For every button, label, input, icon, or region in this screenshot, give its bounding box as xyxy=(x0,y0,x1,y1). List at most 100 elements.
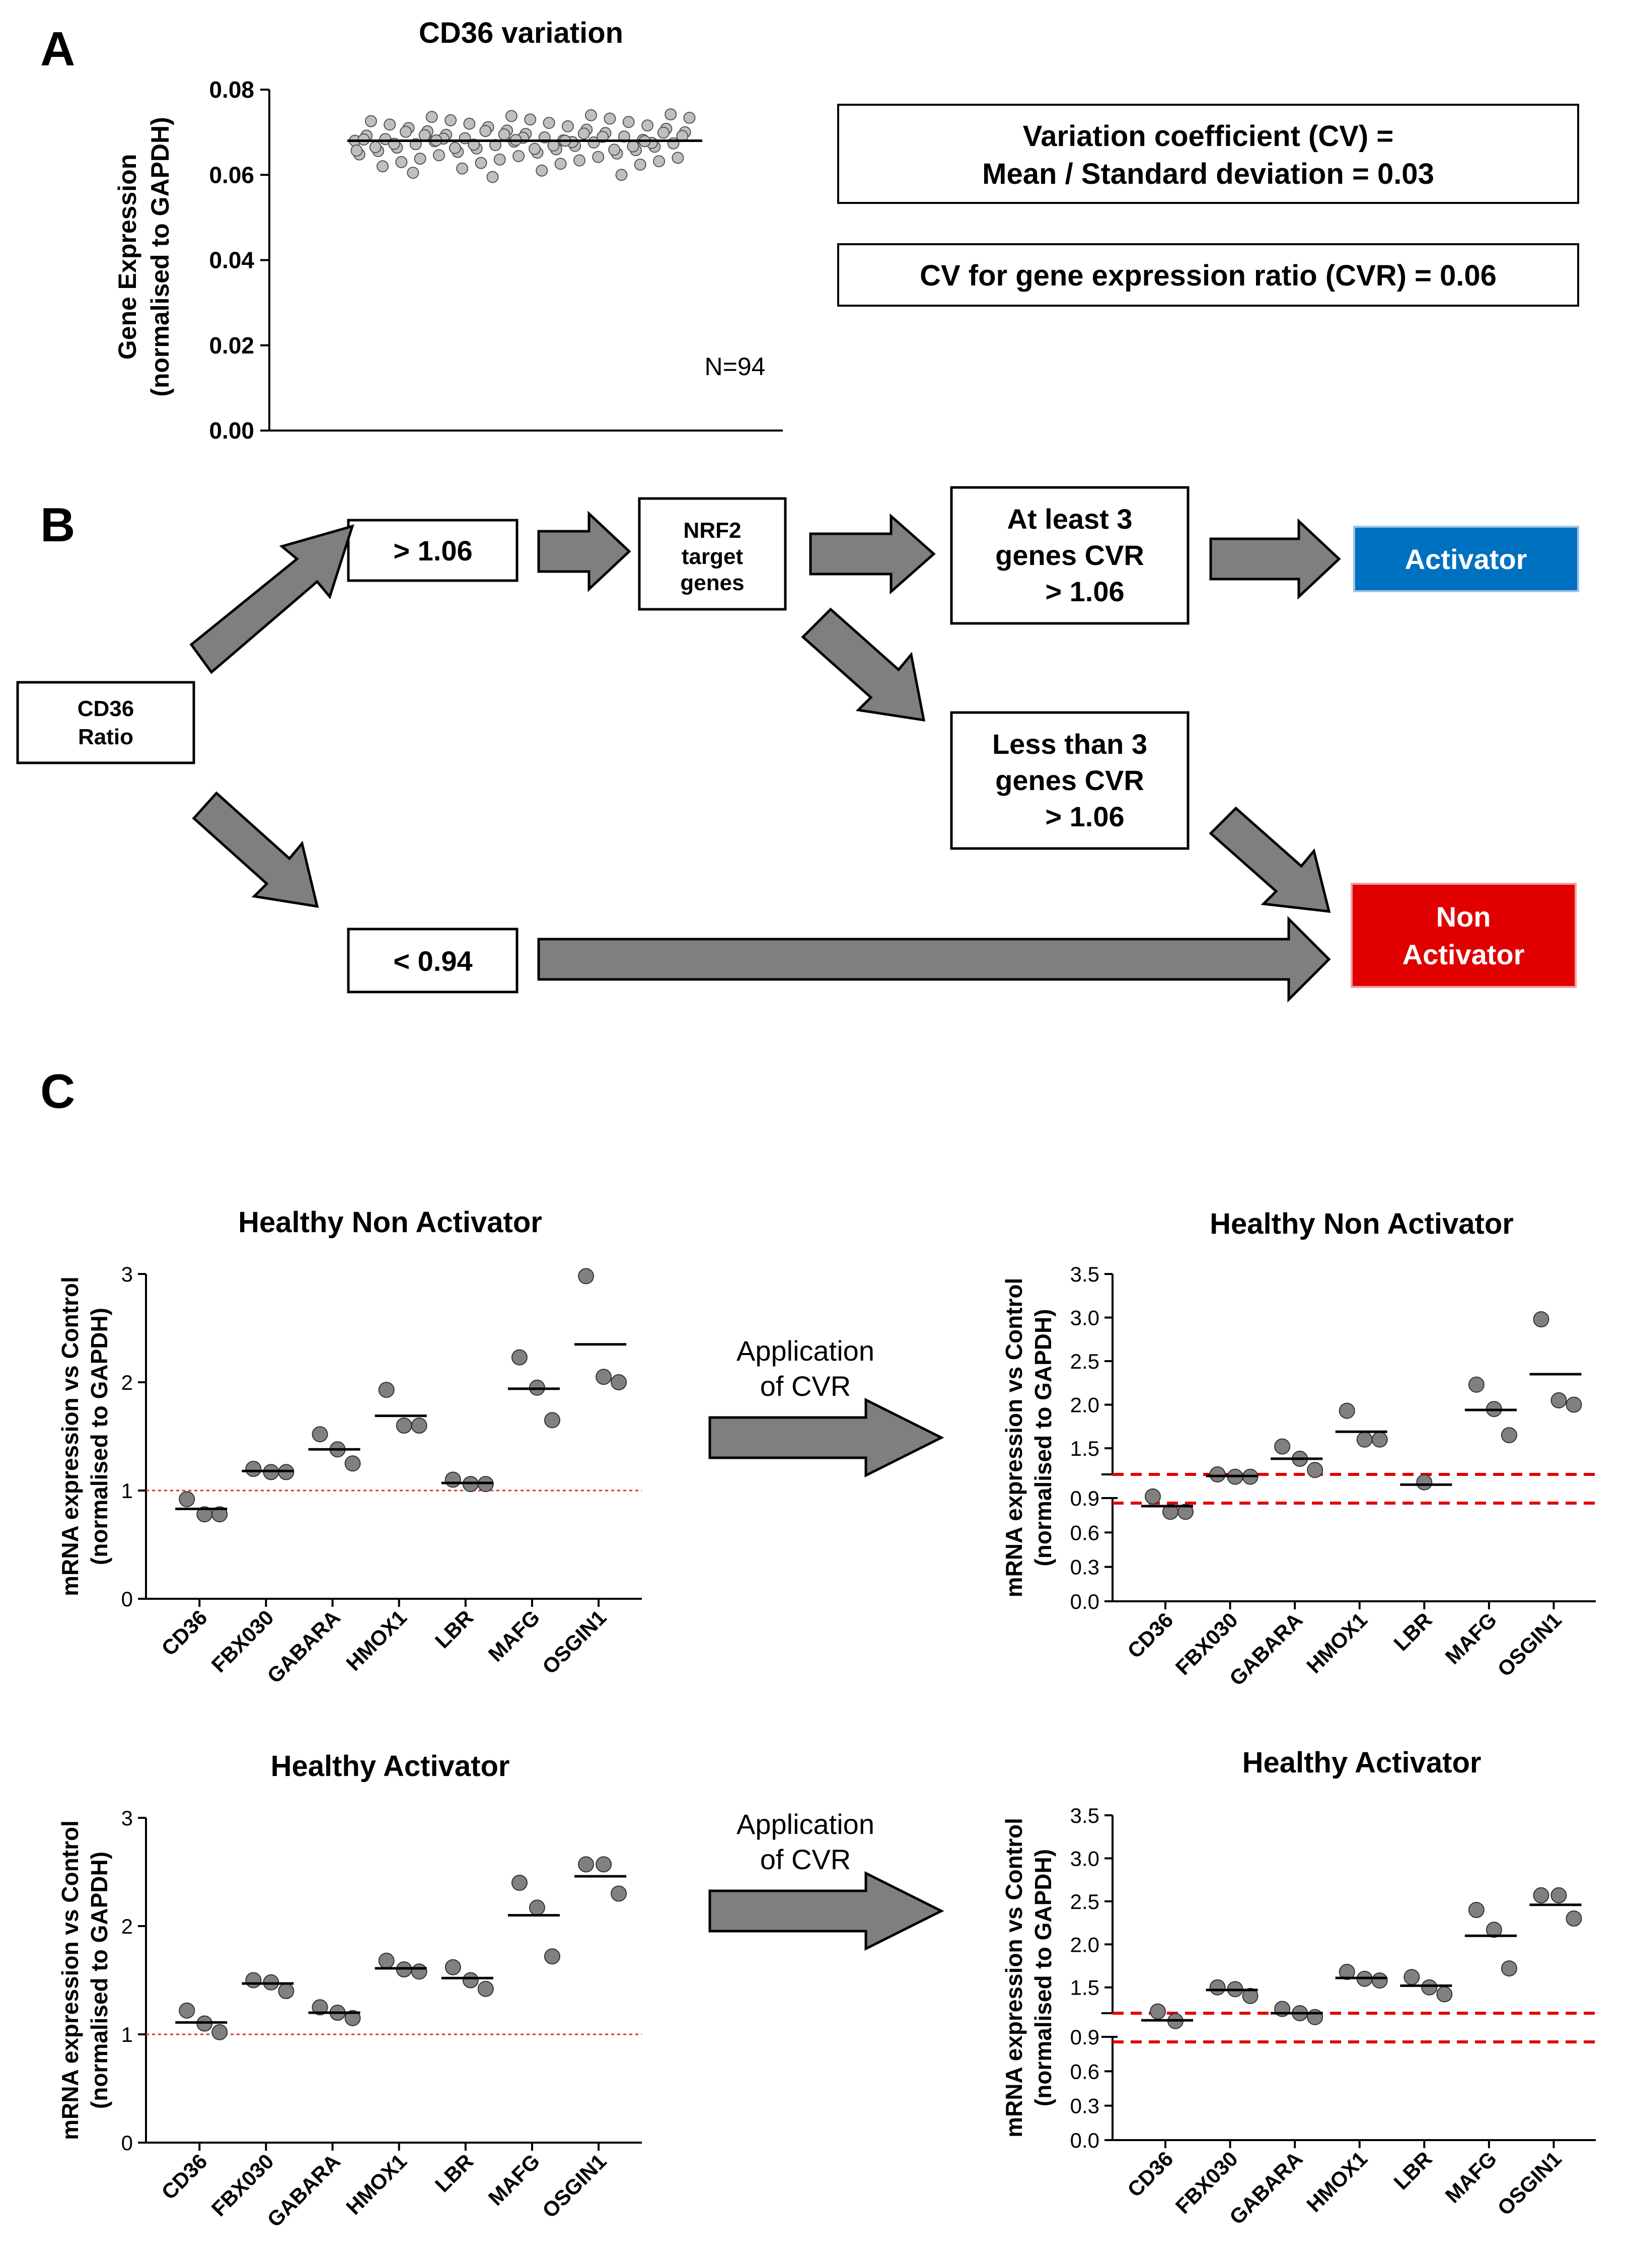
y-tick-label: 2.0 xyxy=(1070,1393,1099,1417)
lt-threshold-box xyxy=(347,928,519,994)
panel-a-ylabel-1: Gene Expression xyxy=(113,154,141,360)
x-tick-label: CD36 xyxy=(157,1605,211,1660)
cv-definition-line-2: Mean / Standard deviation = 0.03 xyxy=(982,158,1434,190)
y-tick-label: 0 xyxy=(121,2131,133,2155)
nrf2-line-2: target xyxy=(682,544,744,569)
data-point xyxy=(1416,1474,1433,1491)
x-tick-label: CD36 xyxy=(157,2149,211,2204)
data-point xyxy=(1177,1504,1194,1520)
x-tick-label: GABARA xyxy=(262,2149,345,2232)
x-tick-label: OSGIN1 xyxy=(538,1605,611,1678)
data-point xyxy=(1145,1488,1161,1505)
data-point xyxy=(1339,1402,1355,1419)
data-point xyxy=(411,1963,427,1980)
panel-a-n-label: N=94 xyxy=(705,352,766,381)
cd36-point xyxy=(486,171,499,183)
non-activator-box xyxy=(1351,883,1577,988)
x-tick-label: CD36 xyxy=(1123,1608,1177,1663)
data-point xyxy=(211,1506,228,1523)
cd36-point xyxy=(463,117,476,130)
data-point xyxy=(611,1885,627,1902)
data-point xyxy=(477,1980,494,1997)
gt-threshold-text: > 1.06 xyxy=(393,535,472,566)
application-of-cvr-arrow-1 xyxy=(708,1397,944,1478)
arrow-lt-to-nonactivator xyxy=(537,915,1331,1003)
x-tick-label: OSGIN1 xyxy=(1493,2147,1566,2220)
cvr-box xyxy=(837,243,1579,307)
data-point xyxy=(1209,1979,1226,1996)
x-tick-label: CD36 xyxy=(1123,2147,1177,2202)
cd36-point xyxy=(505,110,518,122)
cd36-ratio-line-1: CD36 xyxy=(78,696,134,721)
y-tick-label: 0.6 xyxy=(1070,2060,1099,2083)
data-point xyxy=(1421,1979,1438,1996)
data-point xyxy=(312,1999,328,2016)
data-point xyxy=(1566,1396,1582,1413)
nrf2-target-genes-box xyxy=(638,497,787,611)
y-tick-label: 0.6 xyxy=(1070,1521,1099,1544)
data-point xyxy=(179,1491,195,1508)
y-tick-label: 0.0 xyxy=(1070,1590,1099,1613)
y-tick-label: 0.3 xyxy=(1070,1555,1099,1579)
data-point xyxy=(578,1268,595,1285)
cv-definition-line-1: Variation coefficient (CV) = xyxy=(1023,120,1393,153)
data-point xyxy=(1486,1922,1502,1938)
data-point xyxy=(1356,1431,1373,1448)
activator-label: Activator xyxy=(1405,543,1527,575)
y-tick-label: 0.9 xyxy=(1070,2025,1099,2049)
cd36-point xyxy=(384,118,396,131)
cd36-point xyxy=(529,143,541,155)
chart-title: Healthy Activator xyxy=(271,1750,510,1783)
arrow-nrf2-to-atleast xyxy=(809,513,936,595)
cd36-point xyxy=(369,141,382,154)
cd36-point xyxy=(672,152,684,164)
data-point xyxy=(596,1369,612,1385)
cd36-ratio-line-2: Ratio xyxy=(78,725,133,749)
y-axis-label: mRNA expression vs Control xyxy=(57,1820,83,2140)
y-axis-label-2: (normalised to GAPDH) xyxy=(1030,1849,1056,2106)
data-point xyxy=(312,1426,328,1443)
y-tick-label: 0.0 xyxy=(1070,2129,1099,2152)
data-point xyxy=(445,1959,461,1975)
flow-arrows xyxy=(189,511,1341,1003)
data-point xyxy=(462,1972,479,1989)
y-tick-label: 0.3 xyxy=(1070,2094,1099,2118)
panel-label-a: A xyxy=(40,22,75,76)
panel-a-ytick-label: 0.06 xyxy=(209,162,254,188)
chart-title: Healthy Non Activator xyxy=(1210,1208,1514,1240)
y-tick-label: 3 xyxy=(121,1262,133,1286)
cd36-point xyxy=(585,109,597,121)
data-point xyxy=(344,2010,361,2026)
x-tick-label: LBR xyxy=(430,1605,478,1653)
y-tick-label: 1.5 xyxy=(1070,1976,1099,2000)
cd36-point xyxy=(512,150,525,162)
y-tick-label: 2 xyxy=(121,1371,133,1394)
y-axis-label-2: (normalised to GAPDH) xyxy=(1030,1309,1056,1566)
arrow-atleast-to-activator xyxy=(1209,518,1341,600)
y-tick-label: 2.5 xyxy=(1070,1890,1099,1913)
data-point xyxy=(1371,1431,1388,1448)
cvr-arrow-label-1-line-1: Application xyxy=(736,1335,874,1367)
data-point xyxy=(529,1899,545,1916)
cd36-point xyxy=(592,151,605,163)
y-tick-label: 1 xyxy=(121,1479,133,1503)
cd36-point xyxy=(445,114,457,126)
arrow-gt-to-nrf2 xyxy=(537,511,631,592)
data-point xyxy=(1550,1392,1567,1408)
data-point xyxy=(378,1382,395,1398)
data-point xyxy=(344,1455,361,1472)
cd36-point xyxy=(489,139,501,151)
arrow-nrf2-to-less xyxy=(801,607,926,722)
data-point xyxy=(1274,1438,1291,1455)
data-point xyxy=(378,1952,395,1969)
data-point xyxy=(445,1471,461,1488)
data-point xyxy=(578,1856,595,1873)
cd36-point xyxy=(664,108,677,121)
arrow-cd36-to-gt xyxy=(189,524,354,674)
non-activator-line-1: Non xyxy=(1436,901,1491,933)
cd36-point xyxy=(622,116,635,128)
panel-a-title: CD36 variation xyxy=(419,17,623,49)
cd36-point xyxy=(627,140,639,153)
